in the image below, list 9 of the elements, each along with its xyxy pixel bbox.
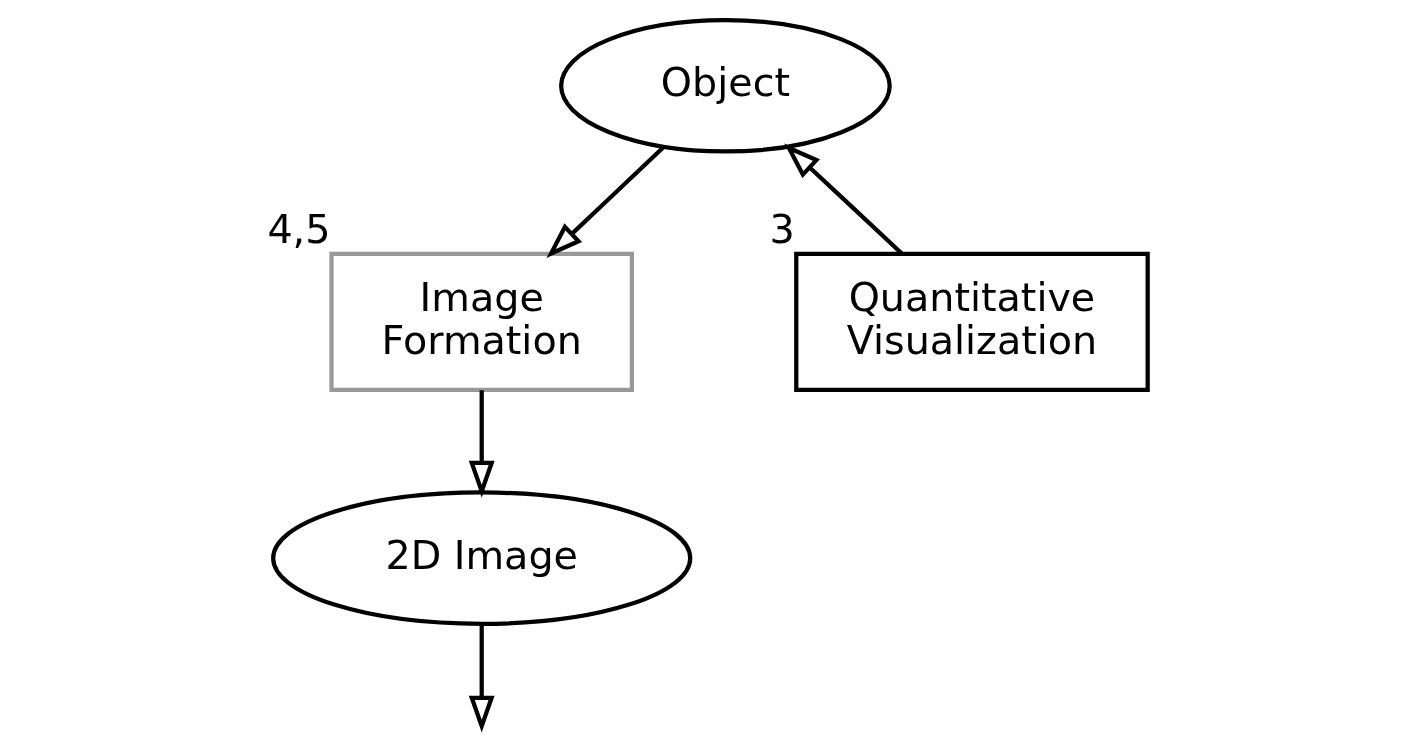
node-ellipse: 2D Image [271,490,693,626]
arrow [468,624,495,733]
arrow [468,390,495,498]
node-box: Quantitative Visualization [794,251,1150,393]
node-box: Image Formation [329,251,635,393]
node-label: 4,5 [267,206,331,253]
node-ellipse: Object [559,18,892,154]
arrow [546,146,665,258]
node-label: 3 [769,206,795,253]
